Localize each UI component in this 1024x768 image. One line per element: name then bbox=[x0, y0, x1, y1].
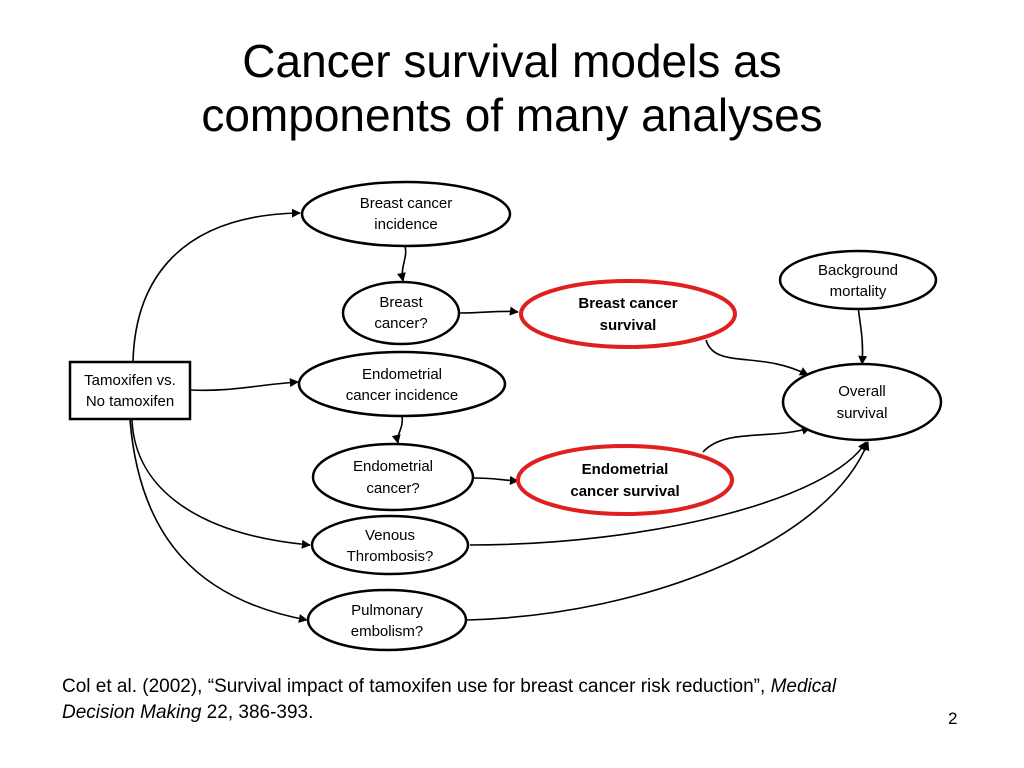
node-overall-survival: Overall survival bbox=[781, 362, 943, 442]
node-breast-survival: Breast cancer survival bbox=[519, 279, 737, 349]
node-tamoxifen: Tamoxifen vs. No tamoxifen bbox=[68, 360, 192, 421]
node-breast-cancer-line1: Breast bbox=[379, 294, 423, 311]
node-endometrial-cancer-line1: Endometrial bbox=[353, 458, 433, 475]
node-breast-cancer-line2: cancer? bbox=[374, 315, 427, 332]
citation-journal: Medical Decision Making bbox=[62, 676, 837, 723]
node-endometrial-survival: Endometrial cancer survival bbox=[516, 444, 734, 516]
citation-volume: 22, 386-393. bbox=[201, 702, 314, 723]
node-tamoxifen-line1: Tamoxifen vs. bbox=[84, 372, 176, 389]
node-breast-incidence-line1: Breast cancer bbox=[360, 195, 453, 212]
node-background-mortality-shape bbox=[778, 249, 938, 311]
arrow-tamoxifen-to-breast-incidence bbox=[132, 208, 301, 363]
citation: Col et al. (2002), “Survival impact of t… bbox=[62, 674, 882, 726]
node-pulmonary-embolism-line1: Pulmonary bbox=[351, 602, 423, 619]
node-endometrial-survival-line2: cancer survival bbox=[570, 483, 679, 500]
node-breast-survival-shape bbox=[519, 279, 737, 349]
node-pulmonary-embolism-shape bbox=[306, 588, 468, 652]
node-pulmonary-embolism-line2: embolism? bbox=[351, 623, 424, 640]
node-tamoxifen-box bbox=[68, 360, 192, 421]
slide-title-line1: Cancer survival models as bbox=[242, 35, 782, 87]
slide-title: Cancer survival models as components of … bbox=[0, 34, 1024, 142]
arrow-tamoxifen-to-endometrial-incidence bbox=[189, 378, 299, 392]
arrow-pulmonary-embolism-to-overall-survival bbox=[466, 441, 870, 621]
arrow-tamoxifen-to-venous-thrombosis bbox=[131, 419, 311, 549]
node-endometrial-incidence-line1: Endometrial bbox=[362, 366, 442, 383]
node-background-mortality: Background mortality bbox=[778, 249, 938, 311]
node-endometrial-incidence-shape bbox=[297, 350, 507, 418]
node-breast-incidence-shape bbox=[300, 180, 512, 248]
citation-text: Col et al. (2002), “Survival impact of t… bbox=[62, 676, 771, 697]
arrow-breast-incidence-to-breast-cancer bbox=[397, 245, 407, 282]
node-endometrial-cancer-shape bbox=[311, 442, 475, 512]
arrow-breast-survival-to-overall-survival bbox=[705, 339, 809, 376]
node-overall-survival-shape bbox=[781, 362, 943, 442]
arrow-background-mortality-to-overall-survival bbox=[857, 305, 868, 365]
node-background-mortality-line1: Background bbox=[818, 262, 898, 279]
arrow-venous-thrombosis-to-overall-survival bbox=[469, 441, 867, 546]
node-overall-survival-line1: Overall bbox=[838, 383, 886, 400]
node-breast-cancer-shape bbox=[341, 280, 461, 346]
node-venous-thrombosis-line1: Venous bbox=[365, 527, 415, 544]
node-breast-survival-line2: survival bbox=[600, 317, 657, 334]
node-tamoxifen-line2: No tamoxifen bbox=[86, 393, 174, 410]
node-breast-incidence: Breast cancer incidence bbox=[300, 180, 512, 248]
node-endometrial-cancer-line2: cancer? bbox=[366, 480, 419, 497]
node-endometrial-cancer: Endometrial cancer? bbox=[311, 442, 475, 512]
node-pulmonary-embolism: Pulmonary embolism? bbox=[306, 588, 468, 652]
node-endometrial-survival-line1: Endometrial bbox=[582, 461, 669, 478]
arrow-endometrial-incidence-to-endometrial-cancer bbox=[391, 415, 404, 444]
node-breast-survival-line1: Breast cancer bbox=[578, 295, 677, 312]
node-breast-incidence-line2: incidence bbox=[374, 216, 437, 233]
node-venous-thrombosis-shape bbox=[310, 514, 470, 576]
node-endometrial-incidence-line2: cancer incidence bbox=[346, 387, 459, 404]
node-venous-thrombosis: Venous Thrombosis? bbox=[310, 514, 470, 576]
page-number: 2 bbox=[948, 709, 958, 728]
node-background-mortality-line2: mortality bbox=[830, 283, 887, 300]
node-venous-thrombosis-line2: Thrombosis? bbox=[347, 548, 434, 565]
arrow-breast-cancer-to-breast-survival bbox=[459, 306, 519, 316]
arrow-endometrial-survival-to-overall-survival bbox=[702, 426, 811, 453]
node-breast-cancer: Breast cancer? bbox=[341, 280, 461, 346]
node-overall-survival-line2: survival bbox=[837, 405, 888, 422]
node-endometrial-incidence: Endometrial cancer incidence bbox=[297, 350, 507, 418]
arrow-tamoxifen-to-pulmonary-embolism bbox=[129, 419, 308, 623]
node-endometrial-survival-shape bbox=[516, 444, 734, 516]
slide-title-line2: components of many analyses bbox=[201, 89, 823, 141]
connector-group bbox=[129, 208, 870, 623]
arrow-endometrial-cancer-to-endometrial-survival bbox=[473, 476, 519, 485]
